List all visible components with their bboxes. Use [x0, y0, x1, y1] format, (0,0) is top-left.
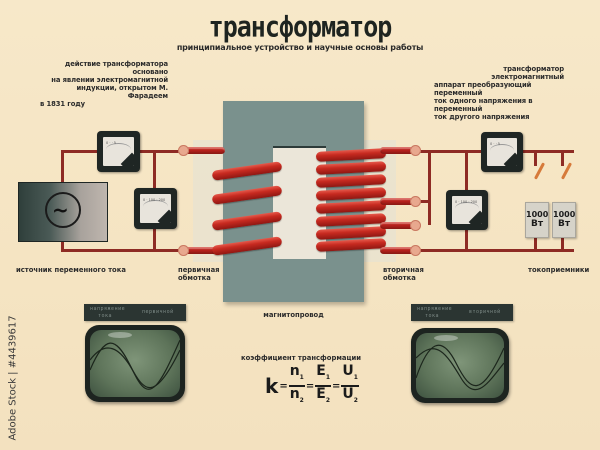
- u1: U: [342, 363, 354, 380]
- poster-subtitle: принципиальное устройство и научные осно…: [176, 43, 424, 52]
- secondary-lead: [380, 198, 416, 205]
- note-left-line: действие трансформатора основано: [64, 60, 168, 76]
- screen-label-left: напряжение тока первичной: [84, 304, 186, 321]
- screen-label-text: напряжение: [417, 306, 453, 312]
- note-left-line: на явлении электромагнитной: [51, 76, 168, 84]
- e2: E: [316, 386, 326, 402]
- fraction-e: E1 E2: [315, 363, 332, 408]
- lamp-2: 1000 Вт: [552, 202, 576, 238]
- screen-label-text: первичной: [142, 309, 174, 315]
- label-consumers: токоприемники: [528, 266, 590, 274]
- fraction-n: n1 n2: [288, 363, 305, 408]
- formula-caption: коэффициент трансформации: [240, 354, 362, 362]
- note-right-line: ток другого напряжения: [434, 113, 530, 121]
- sine-wave-icon: ~: [52, 198, 69, 222]
- u2: U: [342, 386, 354, 402]
- note-right: трансформатор электромагнитный аппарат п…: [434, 65, 564, 121]
- lamp-power: 1000: [526, 210, 549, 219]
- wire: [534, 150, 537, 166]
- formula-eq: =: [279, 380, 288, 392]
- secondary-lead: [380, 247, 416, 254]
- wire: [428, 150, 431, 225]
- n2: n: [289, 386, 300, 402]
- label-primary-winding: первичная обмотка: [178, 266, 220, 282]
- n2-sub: 2: [299, 396, 304, 404]
- lamp-unit: Вт: [530, 219, 544, 229]
- stock-watermark: Adobe Stock | #4439617: [6, 315, 20, 442]
- terminal-node: [178, 145, 189, 156]
- voltmeter-secondary: 0 · 100 · 200: [446, 190, 488, 230]
- terminal-node: [410, 220, 421, 231]
- formula-eq: =: [305, 380, 315, 392]
- note-right-line: ток одного напряжения в переменный: [434, 97, 533, 113]
- u1-sub: 1: [353, 374, 358, 381]
- formula-eq: =: [332, 380, 341, 392]
- transformation-formula: k = n1 n2 = E1 E2 = U1 U2: [265, 363, 359, 408]
- e1-sub: 1: [325, 374, 331, 381]
- label-source: источник переменного тока: [16, 266, 126, 274]
- wire: [561, 150, 564, 166]
- label-line: обмотка: [383, 274, 416, 282]
- terminal-node: [410, 196, 421, 207]
- voltmeter-primary: 0 · 100 · 200: [134, 188, 177, 229]
- note-right-line: аппарат преобразующий переменный: [434, 81, 532, 97]
- label-secondary-winding: вторичная обмотка: [383, 266, 424, 282]
- poster-title: трансформатор: [208, 9, 393, 44]
- ac-source-symbol: ~: [45, 192, 81, 228]
- fraction-u: U1 U2: [341, 364, 359, 408]
- ammeter-primary: 0 · · 5: [97, 131, 140, 172]
- label-line: вторичная: [383, 266, 424, 274]
- oscilloscope-right: [411, 328, 509, 403]
- formula-k: k: [265, 374, 279, 398]
- n1: n: [289, 363, 300, 380]
- waveform-icon: [90, 332, 180, 390]
- ac-source: ~: [18, 182, 108, 242]
- note-left-line: в 1831 году: [40, 100, 85, 108]
- e1: E: [316, 363, 326, 380]
- u2-sub: 2: [353, 396, 358, 404]
- watermark-text: Adobe Stock | #4439617: [7, 315, 19, 441]
- lamp-1: 1000 Вт: [525, 202, 549, 238]
- oscilloscope-left: [85, 325, 185, 402]
- screen-label-right: напряжение тока вторичной: [411, 304, 513, 321]
- note-left-line: индукции, открытом М. Фарадеем: [76, 84, 168, 100]
- secondary-lead: [380, 222, 416, 229]
- lamp-unit: Вт: [557, 219, 571, 229]
- secondary-lead: [380, 147, 416, 154]
- screen-label-text: тока: [425, 313, 440, 319]
- waveform-icon: [416, 335, 504, 391]
- terminal-node: [178, 245, 189, 256]
- note-left: действие трансформатора основано на явле…: [40, 60, 168, 108]
- primary-lead: [183, 247, 225, 254]
- wire: [534, 238, 537, 252]
- screen-label-text: вторичной: [469, 309, 501, 315]
- primary-lead: [183, 147, 225, 154]
- terminal-node: [410, 145, 421, 156]
- wire: [561, 238, 564, 252]
- label-line: обмотка: [178, 274, 211, 282]
- label-core: магнитопровод: [263, 311, 324, 319]
- n1-sub: 1: [299, 374, 304, 381]
- ammeter-secondary: 0 · · 5: [481, 132, 523, 172]
- label-line: первичная: [178, 266, 220, 274]
- wire: [61, 249, 186, 252]
- screen-label-text: тока: [98, 313, 113, 319]
- wire: [414, 249, 574, 252]
- wire: [414, 200, 430, 203]
- terminal-node: [410, 245, 421, 256]
- e2-sub: 2: [325, 396, 331, 404]
- lamp-power: 1000: [553, 210, 576, 219]
- screen-label-text: напряжение: [90, 306, 126, 312]
- note-right-line: трансформатор электромагнитный: [491, 65, 564, 81]
